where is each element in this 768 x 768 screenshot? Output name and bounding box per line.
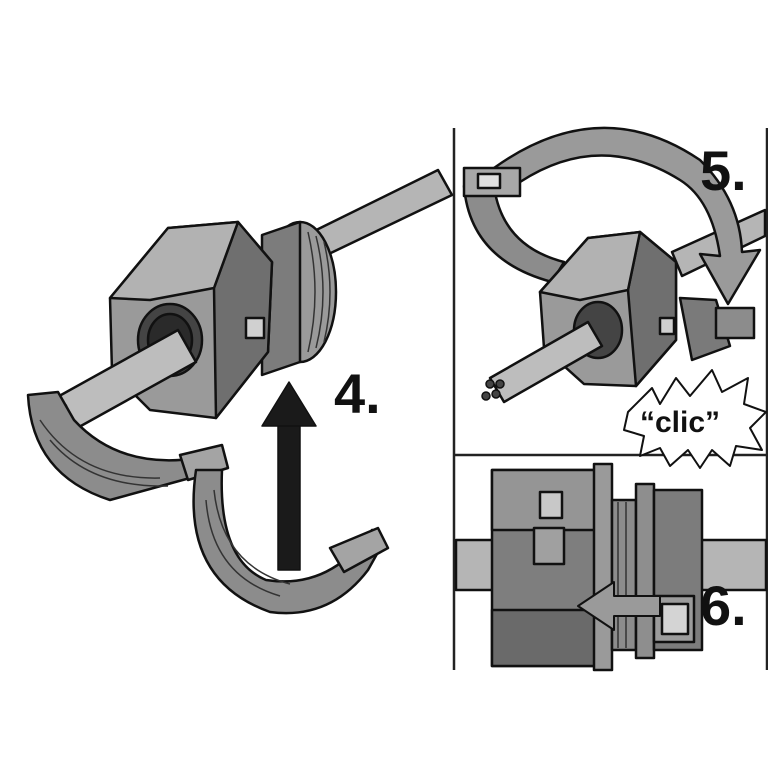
step-6-label: 6. (700, 574, 747, 637)
step5-clamp (462, 166, 566, 284)
step5-hex-nut (538, 230, 756, 388)
threaded-body (260, 220, 338, 377)
step6-clamp (634, 482, 704, 660)
clic-label: “clic” (640, 406, 720, 439)
step-5-label: 5. (700, 139, 747, 202)
arrow-up (261, 381, 317, 571)
step6-flange (592, 462, 614, 672)
step5-wire-ends (481, 379, 505, 401)
clic-burst (623, 369, 767, 469)
step6-nut (490, 468, 598, 668)
arrow-left (577, 581, 661, 631)
step-5-illustration (462, 126, 767, 469)
clamp-half-right (192, 468, 390, 615)
step-6-illustration (454, 462, 768, 672)
rotate-arrow-icon (492, 126, 762, 306)
step-4-label: 4. (334, 362, 381, 425)
step-4-illustration (26, 168, 454, 615)
step6-thread (610, 498, 638, 652)
